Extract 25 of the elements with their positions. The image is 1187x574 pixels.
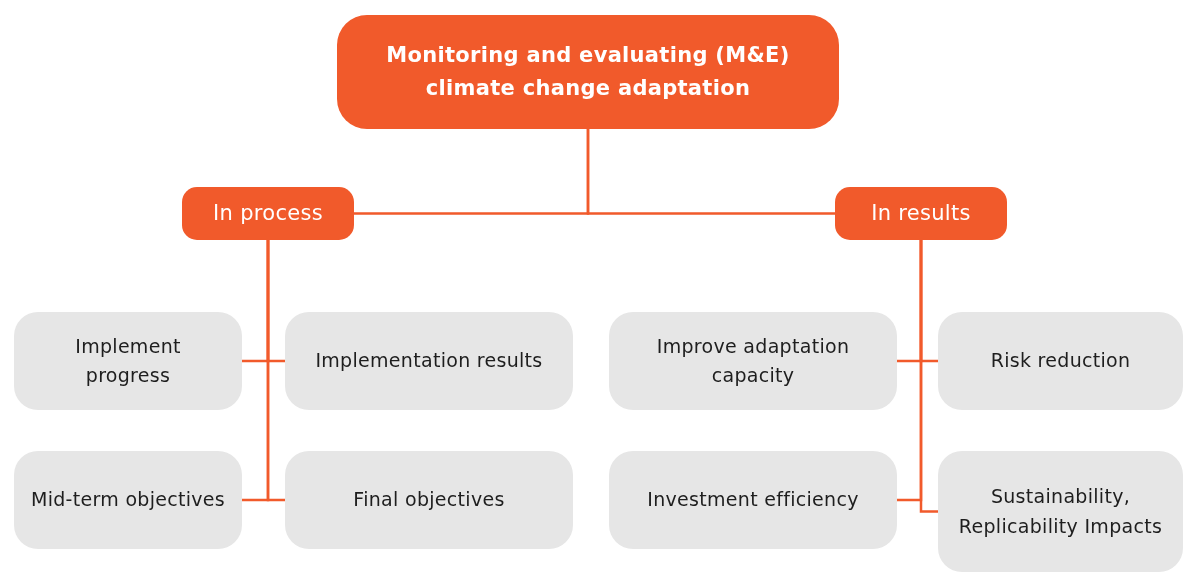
node-text: In process	[213, 200, 323, 228]
title-box	[337, 15, 839, 129]
connector-line	[586, 129, 835, 215]
category-box	[182, 187, 354, 240]
connector-line	[919, 240, 938, 513]
node-text: Mid-term objectives	[30, 487, 226, 513]
node-text: Improve adaptation capacity	[655, 333, 851, 388]
item-box	[938, 312, 1183, 410]
item-box	[14, 312, 242, 410]
item-box	[609, 451, 897, 549]
node-text: Risk reduction	[990, 348, 1131, 374]
node-text: Implement progress	[74, 333, 182, 388]
node-text: Implementation results	[315, 348, 543, 374]
item-box	[938, 451, 1183, 572]
node-text: Monitoring and evaluating (M&E) climate change adaptation	[385, 42, 791, 102]
node-text: Sustainability, Replicability Impacts	[957, 484, 1164, 539]
node-text: Final objectives	[353, 487, 505, 513]
item-box	[14, 451, 242, 549]
category-box	[835, 187, 1007, 240]
node-text: Investment efficiency	[647, 487, 859, 513]
connector-line	[266, 240, 285, 502]
node-text: In results	[871, 200, 971, 228]
item-box	[285, 451, 573, 549]
item-box	[609, 312, 897, 410]
item-box	[285, 312, 573, 410]
